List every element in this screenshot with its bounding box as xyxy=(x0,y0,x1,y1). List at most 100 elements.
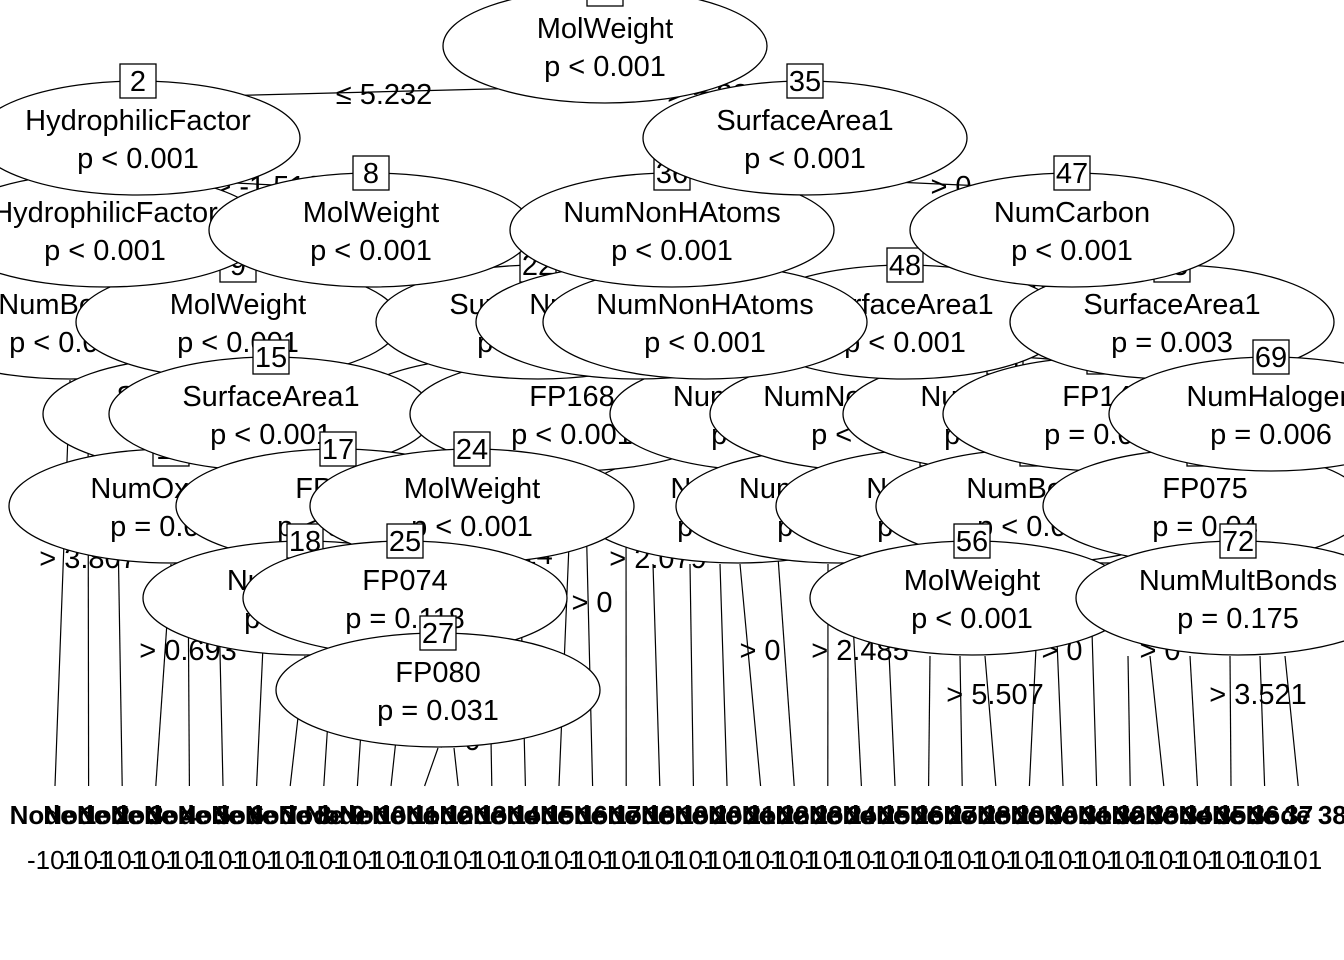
terminal-node-label: Node 36 xyxy=(1178,800,1279,830)
terminal-node-label: Node 8 xyxy=(245,800,332,830)
node-ellipse xyxy=(442,0,768,104)
leaf-connector xyxy=(1284,655,1299,787)
node-p-value: p < 0.001 xyxy=(544,51,666,83)
terminal-node: Node 33-101 xyxy=(1078,800,1179,875)
terminal-node: Node 25-101 xyxy=(809,800,910,875)
terminal-node: Node 34-101 xyxy=(1111,800,1213,875)
leaf-connector xyxy=(928,655,931,787)
terminal-node: Node 9-101 xyxy=(278,800,365,875)
terminal-node-axis-ticks: -101 xyxy=(665,845,717,875)
terminal-node: Node 21-101 xyxy=(674,800,775,875)
terminal-node-label: Node 17 xyxy=(540,800,641,830)
node-split-variable: HydrophilicFactor xyxy=(25,105,251,137)
node-p-value: p = 0.006 xyxy=(1210,419,1332,451)
terminal-node-axis-ticks: -101 xyxy=(296,845,348,875)
node-p-value: p < 0.001 xyxy=(1011,235,1133,267)
terminal-node: Node 2-101 xyxy=(43,800,130,875)
terminal-node: Node 29-101 xyxy=(943,800,1044,875)
terminal-node: Node 10-101 xyxy=(305,800,406,875)
terminal-node: Node 17-101 xyxy=(540,800,641,875)
terminal-node: Node 28-101 xyxy=(910,800,1011,875)
node-split-variable: FP074 xyxy=(362,565,447,597)
node-id: 47 xyxy=(1056,158,1088,190)
terminal-node: Node 19-101 xyxy=(607,800,708,875)
terminal-node-label: Node 2 xyxy=(43,800,130,830)
terminal-node: Node 4-101 xyxy=(110,800,197,875)
node-p-value: p = 0.003 xyxy=(1111,327,1233,359)
terminal-node: Node 23-101 xyxy=(742,800,843,875)
leaf-connector xyxy=(959,655,963,787)
node-split-variable: SurfaceArea1 xyxy=(1083,289,1260,321)
terminal-node: Node 1-101 xyxy=(10,800,97,875)
terminal-node-axis-ticks: -101 xyxy=(1270,845,1322,875)
node-p-value: p = 0.031 xyxy=(377,695,499,727)
terminal-node-label: Node 14 xyxy=(439,800,541,830)
terminal-node-label: Node 21 xyxy=(674,800,775,830)
node-split-variable: SurfaceArea1 xyxy=(182,381,359,413)
node-id-box xyxy=(386,523,424,559)
node-split-variable: MolWeight xyxy=(904,565,1040,597)
node-p-value: p < 0.001 xyxy=(744,143,866,175)
edge-split-label: > 0 xyxy=(571,587,612,619)
leaf-connector xyxy=(424,747,439,787)
terminal-node-label: Node 18 xyxy=(574,800,675,830)
terminal-node-label: Node 33 xyxy=(1078,800,1179,830)
terminal-node-axis-ticks: -101 xyxy=(430,845,482,875)
edge-split-label: > 0 xyxy=(739,635,780,667)
node-split-variable: MolWeight xyxy=(303,197,439,229)
terminal-node-axis-ticks: -101 xyxy=(262,845,314,875)
node-p-value: p < 0.001 xyxy=(77,143,199,175)
edge-split-label: > 3.521 xyxy=(1209,679,1307,711)
terminal-node: Node 16-101 xyxy=(506,800,607,875)
node-id-box xyxy=(1219,523,1257,559)
terminal-node: Node 13-101 xyxy=(406,800,507,875)
terminal-node-axis-ticks: -101 xyxy=(1169,845,1221,875)
node-id-box xyxy=(1053,155,1091,191)
terminal-node-label: Node 35 xyxy=(1145,800,1246,830)
node-split-variable: SurfaceArea1 xyxy=(716,105,893,137)
node-id: 72 xyxy=(1222,526,1254,558)
terminal-node-axis-ticks: -101 xyxy=(867,845,919,875)
terminal-node-axis-ticks: -101 xyxy=(464,845,516,875)
terminal-node: Node 15-101 xyxy=(473,800,574,875)
node-id: 69 xyxy=(1255,342,1287,374)
node-p-value: p < 0.001 xyxy=(310,235,432,267)
terminal-node-axis-ticks: -101 xyxy=(161,845,213,875)
terminal-node-axis-ticks: -101 xyxy=(1203,845,1255,875)
node-id-box xyxy=(419,615,457,651)
terminal-node-axis-ticks: -101 xyxy=(632,845,684,875)
terminal-node-axis-ticks: -101 xyxy=(363,845,415,875)
node-id-box xyxy=(886,247,924,283)
terminal-node: Node 5-101 xyxy=(144,800,231,875)
node-p-value: p < 0.001 xyxy=(44,235,166,267)
terminal-node: Node 26 -101 xyxy=(842,800,943,875)
terminal-node-label: Node 10 xyxy=(305,800,406,830)
node-id: 27 xyxy=(422,618,454,650)
node-split-variable: MolWeight xyxy=(537,13,673,45)
terminal-node-axis-ticks: -101 xyxy=(1035,845,1087,875)
terminal-node-label: Node 20 xyxy=(641,800,742,830)
inner-nodes: 4NumBondsp < 0.00110SurfaceArea1p < 0.00… xyxy=(0,0,1344,748)
terminal-node-axis-ticks: -101 xyxy=(397,845,449,875)
terminal-node: Node 32-101 xyxy=(1044,800,1145,875)
node-p-value: p < 0.001 xyxy=(611,235,733,267)
node-id-box xyxy=(586,0,624,7)
terminal-node-label: Node 1 xyxy=(10,800,97,830)
terminal-node: Node 36 -101 xyxy=(1178,800,1279,875)
node-id-box xyxy=(319,431,357,467)
terminal-node: Node 37-101 xyxy=(1212,800,1313,875)
terminal-node-axis-ticks: -101 xyxy=(901,845,953,875)
terminal-node: Node 27-101 xyxy=(876,800,977,875)
terminal-node-axis-ticks: -101 xyxy=(968,845,1020,875)
terminal-node-label: Node 26 xyxy=(842,800,943,830)
terminal-node: Node 30-101 xyxy=(977,800,1078,875)
edge-split-label: ≤ 5.232 xyxy=(336,79,433,111)
